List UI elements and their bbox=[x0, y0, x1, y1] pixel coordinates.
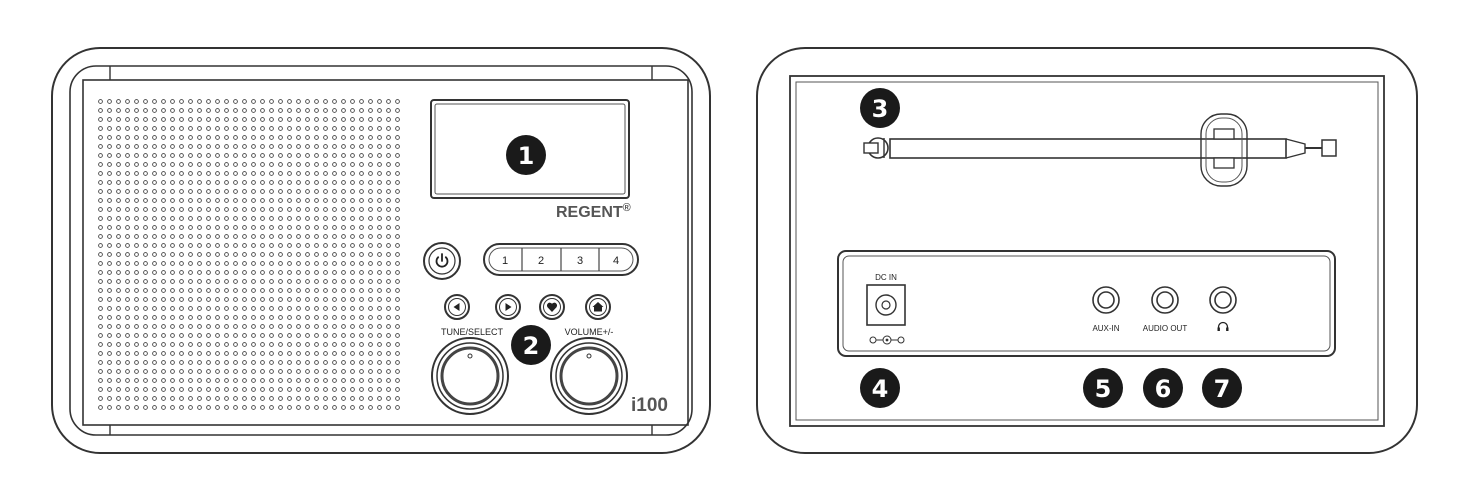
volume-knob[interactable] bbox=[550, 337, 628, 415]
svg-text:1: 1 bbox=[518, 142, 535, 170]
brand-logo: REGENT® bbox=[556, 202, 631, 221]
svg-text:7: 7 bbox=[1214, 375, 1231, 403]
callout-7: 7 bbox=[1202, 368, 1242, 408]
front-inner-frame bbox=[69, 65, 693, 436]
rear-panel-inner bbox=[795, 81, 1379, 421]
front-view: REGENT® 1 2 3 4 bbox=[51, 47, 711, 454]
prev-icon bbox=[453, 303, 460, 311]
preset-bar bbox=[483, 243, 639, 276]
svg-text:4: 4 bbox=[872, 375, 889, 403]
heart-icon bbox=[546, 302, 558, 312]
rear-view: DC IN AUX-IN AUDIO OUT bbox=[756, 47, 1418, 454]
preset-button-3[interactable]: 3 bbox=[577, 255, 583, 267]
front-corner-lines bbox=[109, 66, 653, 435]
dc-in-jack[interactable] bbox=[866, 284, 906, 326]
aux-in-jack[interactable] bbox=[1092, 286, 1120, 314]
callout-3: 3 bbox=[860, 88, 900, 128]
home-button[interactable] bbox=[585, 294, 611, 320]
telescopic-antenna bbox=[863, 113, 1337, 187]
svg-text:5: 5 bbox=[1095, 375, 1112, 403]
headphone-jack[interactable] bbox=[1209, 286, 1237, 314]
display-bezel bbox=[430, 99, 630, 199]
aux-in-label: AUX-IN bbox=[1092, 324, 1119, 333]
svg-text:2: 2 bbox=[523, 332, 540, 360]
front-outer-frame bbox=[51, 47, 711, 454]
svg-text:6: 6 bbox=[1155, 375, 1172, 403]
model-label: i100 bbox=[631, 395, 668, 416]
preset-button-4[interactable]: 4 bbox=[613, 255, 619, 267]
tune-select-knob[interactable] bbox=[431, 337, 509, 415]
power-button[interactable] bbox=[423, 242, 461, 280]
favorite-button[interactable] bbox=[539, 294, 565, 320]
preset-button-2[interactable]: 2 bbox=[538, 255, 544, 267]
audio-out-jack[interactable] bbox=[1151, 286, 1179, 314]
speaker-grille bbox=[96, 97, 403, 413]
rear-panel-outer bbox=[789, 75, 1385, 427]
callout-2: 2 bbox=[511, 325, 551, 365]
preset-button-1[interactable]: 1 bbox=[502, 255, 508, 267]
callout-4: 4 bbox=[860, 368, 900, 408]
home-icon bbox=[592, 302, 604, 312]
next-icon bbox=[505, 303, 512, 311]
rear-outer-frame bbox=[756, 47, 1418, 454]
dc-polarity-icon bbox=[869, 335, 905, 345]
next-button[interactable] bbox=[495, 294, 521, 320]
tune-select-label: TUNE/SELECT bbox=[441, 327, 504, 337]
display-screen bbox=[434, 103, 626, 195]
connector-panel-inner bbox=[842, 255, 1331, 352]
callout-5: 5 bbox=[1083, 368, 1123, 408]
callout-6: 6 bbox=[1143, 368, 1183, 408]
prev-button[interactable] bbox=[444, 294, 470, 320]
dc-in-label: DC IN bbox=[875, 273, 897, 282]
svg-text:3: 3 bbox=[872, 95, 889, 123]
headphones-icon bbox=[1217, 321, 1229, 331]
callout-1: 1 bbox=[506, 135, 546, 175]
audio-out-label: AUDIO OUT bbox=[1143, 324, 1188, 333]
volume-label: VOLUME+/- bbox=[565, 327, 614, 337]
power-icon bbox=[435, 253, 449, 268]
connector-panel bbox=[837, 250, 1336, 357]
front-panel bbox=[82, 79, 689, 426]
